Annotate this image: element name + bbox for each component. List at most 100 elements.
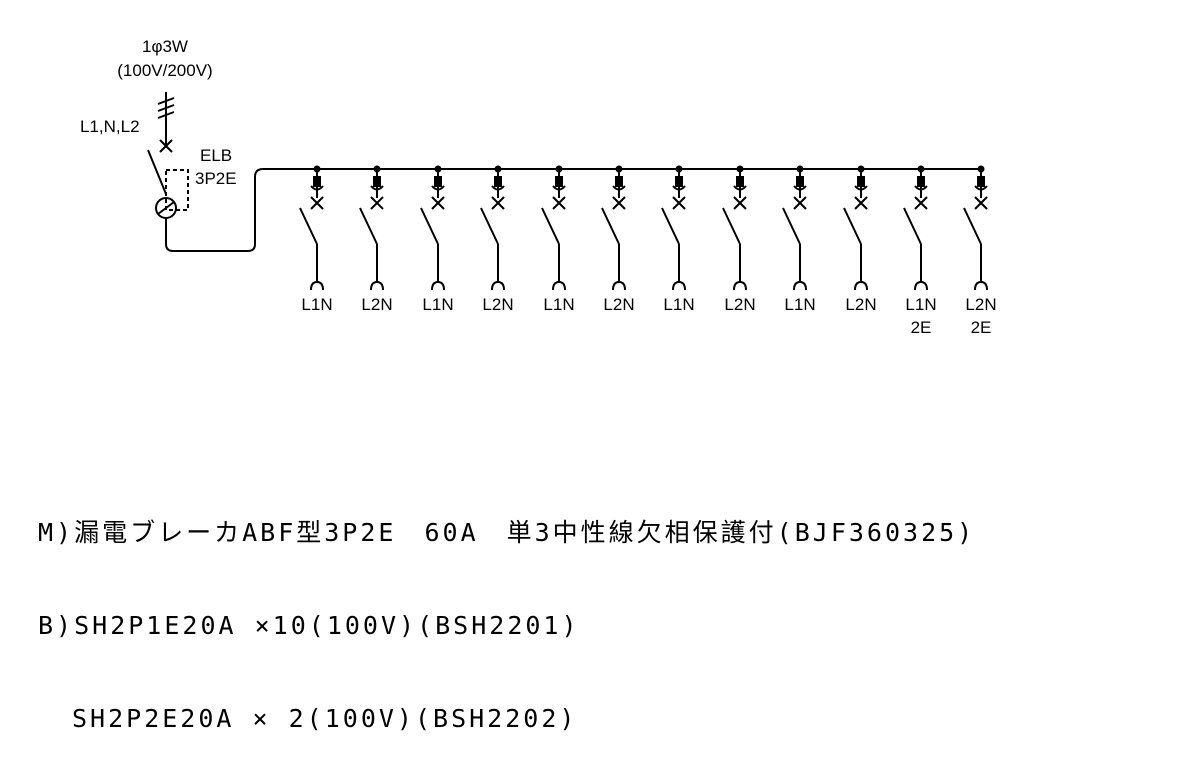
plug-in-contact [310, 185, 324, 191]
supply-phase-label: 1φ3W [142, 37, 188, 56]
plug-in-terminal [736, 176, 744, 187]
breaker-switch-blade [963, 207, 982, 245]
incoming-feeder [157, 92, 175, 146]
breaker-cross-b [370, 196, 384, 210]
circuit-label: L1N [663, 295, 694, 314]
circuit-label: L2N [965, 295, 996, 314]
breaker-switch-blade [359, 207, 378, 245]
breaker-cross-b [974, 196, 988, 210]
branch-terminal-cap [793, 280, 807, 291]
branch-terminal-cap [612, 280, 626, 291]
branch-breaker-8 [722, 165, 747, 291]
plug-in-contact [552, 185, 566, 191]
plug-in-contact [431, 185, 445, 191]
breaker-cross-b [672, 196, 686, 210]
circuit-label: L2N [603, 295, 634, 314]
breaker-cross-b [552, 196, 566, 210]
branch-terminal-cap [431, 280, 445, 291]
single-line-diagram: 1φ3W (100V/200V) L1,N,L2 ELB 3P2E L1N L2N… [80, 37, 997, 337]
circuit-label: L2N [482, 295, 513, 314]
plug-in-terminal [373, 176, 381, 187]
branch-breaker-10 [843, 165, 868, 291]
circuit-earth-label: 2E [911, 318, 932, 337]
breaker-switch-blade [541, 207, 560, 245]
circuit-label: L2N [845, 295, 876, 314]
breaker-cross-b [793, 196, 807, 210]
breaker-cross-b [854, 196, 868, 210]
supply-lines-label: L1,N,L2 [80, 117, 140, 136]
circuit-label: L1N [422, 295, 453, 314]
plug-in-terminal [555, 176, 563, 187]
breaker-cross-b [431, 196, 445, 210]
breaker-switch-blade [601, 207, 620, 245]
plug-in-terminal [675, 176, 683, 187]
plug-in-terminal [796, 176, 804, 187]
circuit-label: L2N [724, 295, 755, 314]
branch-circuits: L1N L2N L1N L2N L1N L2N L1N L2N L1N L2N L1N 2E L2N 2E [299, 165, 997, 337]
branch-breaker-12 [963, 165, 988, 291]
breaker-cross-b [491, 196, 505, 210]
branch-breaker-7 [661, 165, 686, 291]
breaker-switch-blade [299, 207, 318, 245]
equipment-notes: M)漏電ブレーカABF型3P2E 60A 単3中性線欠相保護付(BJF36032… [38, 455, 975, 765]
breaker-switch-blade [661, 207, 680, 245]
plug-in-terminal [917, 176, 925, 187]
circuit-label: L1N [543, 295, 574, 314]
plug-in-contact [370, 185, 384, 191]
branch-terminal-cap [733, 280, 747, 291]
main-breaker-symbol [147, 139, 982, 252]
plug-in-terminal [494, 176, 502, 187]
plug-in-contact [854, 185, 868, 191]
breaker-switch-blade [782, 207, 801, 245]
branch-breaker-11 [903, 165, 928, 291]
note-branch-breakers-1e: B)SH2P1E20A ×10(100V)(BSH2201) [38, 611, 580, 640]
branch-breaker-5 [541, 165, 566, 291]
branch-terminal-cap [914, 280, 928, 291]
plug-in-terminal [615, 176, 623, 187]
branch-breaker-3 [420, 165, 445, 291]
plug-in-contact [733, 185, 747, 191]
plug-in-terminal [857, 176, 865, 187]
breaker-cross-b [612, 196, 626, 210]
breaker-switch-blade [480, 207, 499, 245]
note-main-breaker: M)漏電ブレーカABF型3P2E 60A 単3中性線欠相保護付(BJF36032… [38, 518, 976, 547]
breaker-switch-blade [722, 207, 741, 245]
plug-in-contact [672, 185, 686, 191]
note-branch-breakers-2e: SH2P2E20A × 2(100V)(BSH2202) [38, 703, 975, 734]
plug-in-terminal [434, 176, 442, 187]
branch-breaker-4 [480, 165, 505, 291]
breaker-switch-blade [843, 207, 862, 245]
branch-terminal-cap [974, 280, 988, 291]
branch-terminal-cap [370, 280, 384, 291]
circuit-label: L1N [301, 295, 332, 314]
main-breaker-name: ELB [200, 146, 232, 165]
plug-in-terminal [313, 176, 321, 187]
plug-in-contact [974, 185, 988, 191]
breaker-cross-b [914, 196, 928, 210]
branch-terminal-cap [310, 280, 324, 291]
circuit-label: L1N [905, 295, 936, 314]
circuit-label: L2N [361, 295, 392, 314]
note-branch-breakers-2e-text: SH2P2E20A × 2(100V)(BSH2202) [72, 704, 578, 733]
plug-in-contact [914, 185, 928, 191]
main-breaker-poles: 3P2E [195, 169, 237, 188]
breaker-cross-b [310, 196, 324, 210]
breaker-switch-blade [420, 207, 439, 245]
plug-in-contact [793, 185, 807, 191]
branch-terminal-cap [672, 280, 686, 291]
breaker-switch-blade [903, 207, 922, 245]
branch-terminal-cap [491, 280, 505, 291]
plug-in-contact [612, 185, 626, 191]
circuit-label: L1N [784, 295, 815, 314]
branch-breaker-1 [299, 165, 324, 291]
plug-in-contact [491, 185, 505, 191]
supply-voltage-label: (100V/200V) [117, 61, 212, 80]
breaker-cross-b [733, 196, 747, 210]
branch-terminal-cap [854, 280, 868, 291]
branch-breaker-2 [359, 165, 384, 291]
plug-in-terminal [977, 176, 985, 187]
circuit-earth-label: 2E [971, 318, 992, 337]
branch-breaker-6 [601, 165, 626, 291]
branch-terminal-cap [552, 280, 566, 291]
branch-breaker-9 [782, 165, 807, 291]
